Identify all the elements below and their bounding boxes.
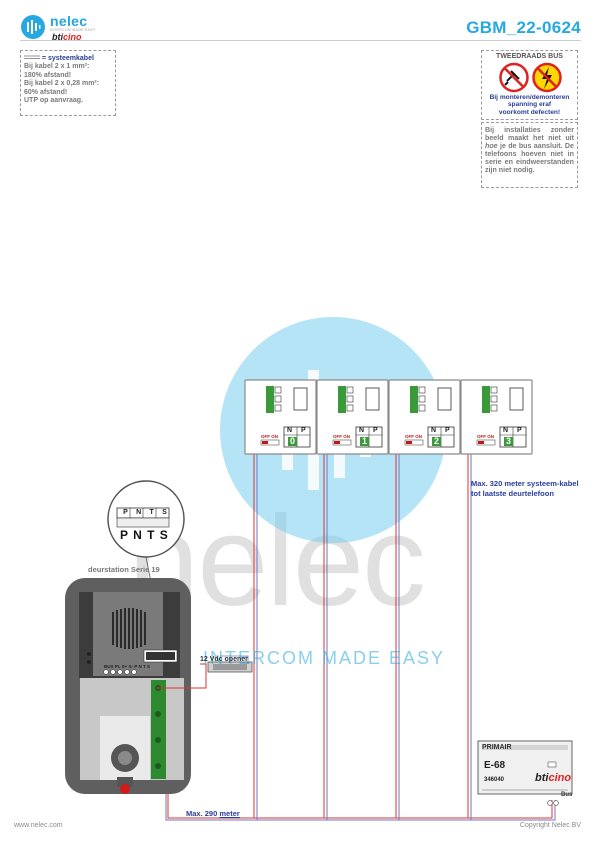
logo-tagline: INTERCOM MADE EASY xyxy=(50,28,96,32)
terminal-label-n: N xyxy=(136,509,142,516)
no-plug-icon xyxy=(499,62,529,93)
warning-line: voorkomt defecten! xyxy=(498,108,561,116)
info-box: Bij installaties zonder beeld maakt het … xyxy=(481,122,578,188)
power-supply-brand-main: bti xyxy=(535,772,549,784)
logo-word: nelec xyxy=(50,13,88,29)
cable-icon xyxy=(24,55,40,59)
logo-brand-accent: cino xyxy=(63,32,82,42)
info-text: Bij installaties zonder beeld maakt het … xyxy=(485,126,574,143)
phone-1-n-label: N xyxy=(359,427,365,434)
power-supply-model: E-68 xyxy=(484,760,506,771)
footer-copyright: Copyright Nelec BV xyxy=(519,822,581,829)
info-text-end: je de bus aansluit. De telefoons hoeven … xyxy=(485,142,574,175)
max-distance-text: Max. 290 xyxy=(186,809,220,818)
header-divider xyxy=(20,40,581,41)
phone-2 xyxy=(388,379,461,455)
terminal-magnifier xyxy=(107,480,185,629)
phone-2-switch-label: OFF ON xyxy=(405,434,422,439)
power-supply-code: 346040 xyxy=(484,777,505,783)
phone-2-p-label: P xyxy=(445,427,450,434)
power-supply-bus-label: Bus xyxy=(561,792,573,798)
terminal-label-t: T xyxy=(149,509,154,516)
terminal-labels-small: P N T S xyxy=(119,509,171,516)
phone-3-switch-label: OFF ON xyxy=(477,434,494,439)
speaker-grille-icon xyxy=(112,608,146,649)
warning-title: TWEEDRAADS BUS xyxy=(496,53,563,60)
phone-2-number: 2 xyxy=(434,436,440,446)
cable-note-box: = systeemkabel Bij kabel 2 x 1 mm²: 180%… xyxy=(20,50,116,116)
power-supply-brand: bticino xyxy=(535,772,571,784)
terminal-labels-large: P N T S xyxy=(120,528,169,542)
warning-line: Bij monteren/demonteren xyxy=(489,94,570,101)
phone-0-p-label: P xyxy=(301,427,306,434)
phone-1-p-label: P xyxy=(373,427,378,434)
power-supply-e68 xyxy=(477,740,573,806)
terminal-screws xyxy=(103,669,137,675)
max-distance-door-station: Max. 290 meter xyxy=(186,809,240,818)
warning-icons xyxy=(499,62,562,93)
status-led-icon xyxy=(120,784,130,794)
door-station xyxy=(65,578,191,794)
phone-3-n-label: N xyxy=(503,427,509,434)
phone-1-number: 1 xyxy=(362,436,368,446)
info-emphasis: hoe xyxy=(485,142,498,151)
power-supply-brand-accent: cino xyxy=(548,772,572,784)
terminal-label-s: S xyxy=(162,509,167,516)
phone-3 xyxy=(460,379,533,455)
phone-3-number: 3 xyxy=(506,436,512,446)
phone-0-n-label: N xyxy=(287,427,293,434)
door-station-terminal-label: BUS PL S+ S- P N T S xyxy=(104,664,150,669)
terminal-label-p: P xyxy=(123,509,128,516)
warning-box: TWEEDRAADS BUS Bij monteren/demonteren s… xyxy=(481,50,578,120)
logo-brand: bticino xyxy=(52,32,82,42)
door-station-label: deurstation Serie 19 xyxy=(88,565,160,574)
cable-note-line: 60% afstand! xyxy=(24,88,68,96)
logo-brand-main: bti xyxy=(52,32,63,42)
max-distance-phones: Max. 320 meter systeem-kabel tot laatste… xyxy=(471,479,579,498)
phone-0-switch-label: OFF ON xyxy=(261,434,278,439)
no-electricity-icon xyxy=(532,62,562,93)
max-distance-unit: meter xyxy=(219,809,240,818)
phone-0-number: 0 xyxy=(290,436,296,446)
phone-3-p-label: P xyxy=(517,427,522,434)
cable-note-title-row: = systeemkabel xyxy=(24,55,112,63)
warning-line: spanning eraf xyxy=(507,101,552,109)
phone-1-switch-label: OFF ON xyxy=(333,434,350,439)
warning-text: Bij monteren/demonteren spanning eraf vo… xyxy=(482,94,577,116)
cable-note-title: = systeemkabel xyxy=(41,55,94,62)
watermark-tagline: INTERCOM MADE EASY xyxy=(203,648,446,668)
nelec-logo-icon xyxy=(21,15,45,39)
nelec-logo: nelec INTERCOM MADE EASY bticino xyxy=(20,13,120,42)
cable-note-line: Bij kabel 2 x 0,28 mm²: xyxy=(24,80,100,88)
phone-0 xyxy=(244,379,317,455)
cable-note-line: 180% afstand! xyxy=(24,71,72,79)
opener-label: 12 Vdc opener xyxy=(200,656,248,663)
document-id: GBM_22-0624 xyxy=(466,18,581,37)
phone-2-n-label: N xyxy=(431,427,437,434)
power-supply-primary-label: PRIMAIR xyxy=(482,744,512,751)
footer-website[interactable]: www.nelec.com xyxy=(14,822,63,829)
door-opener xyxy=(156,655,253,689)
cable-note-line: Bij kabel 2 x 1 mm²: xyxy=(24,63,90,71)
phone-1 xyxy=(316,379,389,455)
cable-note-line: UTP op aanvraag. xyxy=(24,97,84,105)
